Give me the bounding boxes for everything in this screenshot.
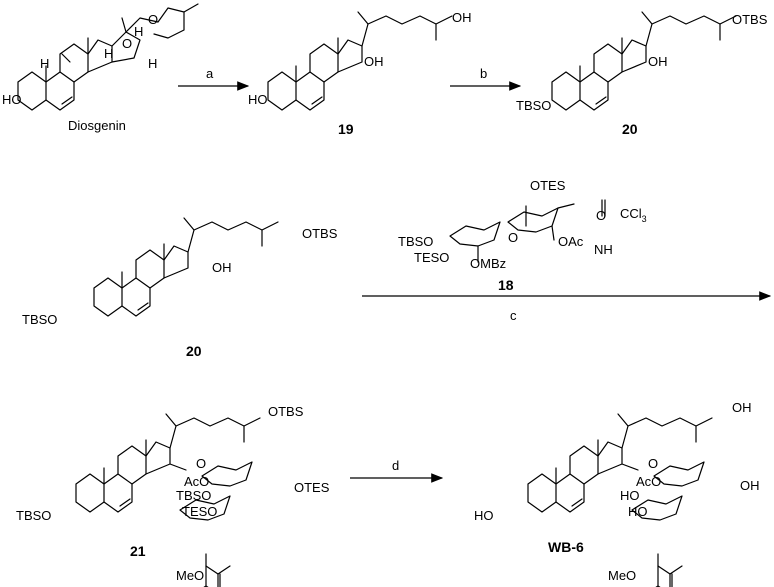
- c20-mid-otbs-label: OTBS: [302, 226, 338, 241]
- c21-otes-label: OTES: [294, 480, 330, 495]
- c21-tbso-sugar-label: TBSO: [176, 488, 211, 503]
- donor-o-anomeric-label: O: [596, 208, 606, 223]
- wb6-ho-sugar2-label: HO: [628, 504, 648, 519]
- c19-oh-ring-label: OH: [364, 54, 384, 69]
- diosgenin-ho-label: HO: [2, 92, 22, 107]
- donor-18-label: 18: [498, 277, 514, 293]
- c20-top-oh-label: OH: [648, 54, 668, 69]
- compound-20-top-label: 20: [622, 121, 638, 137]
- step-b-label: b: [480, 66, 487, 81]
- diosgenin-name: Diosgenin: [68, 118, 126, 133]
- c19-oh-chain-label: OH: [452, 10, 472, 25]
- compound-19-structure: [267, 11, 453, 111]
- c21-aco-label: AcO: [184, 474, 209, 489]
- diosgenin-structure: [17, 3, 199, 111]
- c19-ho-label: HO: [248, 92, 268, 107]
- wb6-ho-label: HO: [474, 508, 494, 523]
- c20-mid-oh-label: OH: [212, 260, 232, 275]
- compound-20-top-structure: [551, 11, 737, 111]
- wb6-meo-label: MeO: [608, 568, 636, 583]
- c20-top-tbso-label: TBSO: [516, 98, 551, 113]
- c21-o-link-label: O: [196, 456, 206, 471]
- compound-20-mid-structure: [93, 217, 279, 317]
- c21-teso-label: TESO: [182, 504, 217, 519]
- c21-tbso-label: TBSO: [16, 508, 51, 523]
- diosgenin-h1-label: H: [40, 56, 49, 71]
- diosgenin-h2-label: H: [104, 46, 113, 61]
- wb6-label: WB-6: [548, 539, 584, 555]
- wb6-oh-chain-label: OH: [732, 400, 752, 415]
- diosgenin-o2-label: O: [122, 36, 132, 51]
- donor-oac-label: OAc: [558, 234, 584, 249]
- wb6-structure: [527, 413, 713, 587]
- wb6-aco-label: AcO: [636, 474, 661, 489]
- donor-nh-label: NH: [594, 242, 613, 257]
- donor-otes-top-label: OTES: [530, 178, 566, 193]
- wb6-ho-sugar1-label: HO: [620, 488, 640, 503]
- donor-ccl3-label: CCl3: [620, 206, 647, 224]
- donor-18-structure: [449, 199, 606, 263]
- wb6-o-link-label: O: [648, 456, 658, 471]
- c20-top-otbs-label: OTBS: [732, 12, 768, 27]
- donor-o-link-label: O: [508, 230, 518, 245]
- wb6-oh-sugar-label: OH: [740, 478, 760, 493]
- diosgenin-h3-label: H: [134, 24, 143, 39]
- donor-teso-label: TESO: [414, 250, 449, 265]
- c20-mid-tbso-label: TBSO: [22, 312, 57, 327]
- diosgenin-h4-label: H: [148, 56, 157, 71]
- donor-ombz-label: OMBz: [470, 256, 506, 271]
- c21-otbs-label: OTBS: [268, 404, 304, 419]
- step-a-label: a: [206, 66, 214, 81]
- step-c-label: c: [510, 308, 517, 323]
- compound-21-label: 21: [130, 543, 146, 559]
- diosgenin-o1-label: O: [148, 12, 158, 27]
- donor-tbso-label: TBSO: [398, 234, 433, 249]
- compound-19-label: 19: [338, 121, 354, 137]
- compound-20-mid-label: 20: [186, 343, 202, 359]
- step-d-label: d: [392, 458, 399, 473]
- compound-21-structure: [75, 413, 261, 587]
- c21-meo-label: MeO: [176, 568, 204, 583]
